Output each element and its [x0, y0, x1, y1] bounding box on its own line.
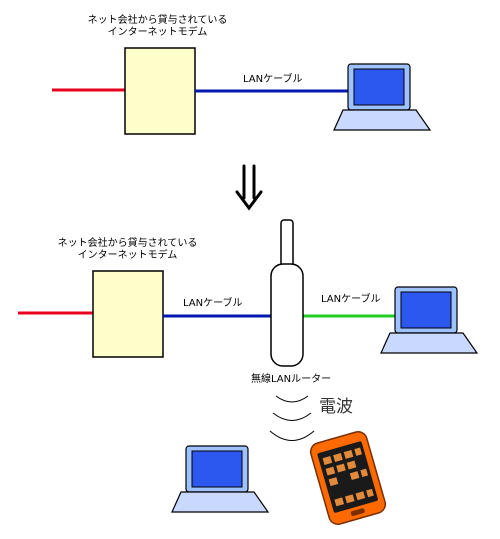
laptop-icon-top — [333, 63, 432, 131]
modem-label-bottom-line2: インターネットモデム — [77, 250, 178, 261]
lan-cable-label-bottom-left: LANケーブル — [183, 298, 243, 309]
router-icon — [270, 219, 304, 367]
modem-label-top: ネット会社から貸与されている インターネットモデム — [80, 15, 235, 39]
laptop-icon-right — [380, 286, 479, 354]
router-label: 無線LANルーター — [251, 374, 332, 385]
modem-label-top-line2: インターネットモデム — [107, 27, 208, 38]
radio-wave-label: 電波 — [319, 397, 353, 417]
smartphone-icon — [309, 431, 387, 525]
modem-box-bottom — [92, 270, 164, 358]
modem-label-top-line1: ネット会社から貸与されている — [87, 15, 228, 26]
modem-label-bottom: ネット会社から貸与されている インターネットモデム — [50, 238, 205, 262]
down-arrow-icon — [235, 164, 263, 211]
lan-cable-label-bottom-right: LANケーブル — [321, 294, 381, 305]
laptop-icon-bottom — [171, 445, 270, 513]
lan-cable-label-top: LANケーブル — [243, 74, 303, 85]
modem-box-top — [124, 47, 196, 135]
radio-wave-icon — [269, 395, 315, 441]
modem-label-bottom-line1: ネット会社から貸与されている — [57, 238, 198, 249]
